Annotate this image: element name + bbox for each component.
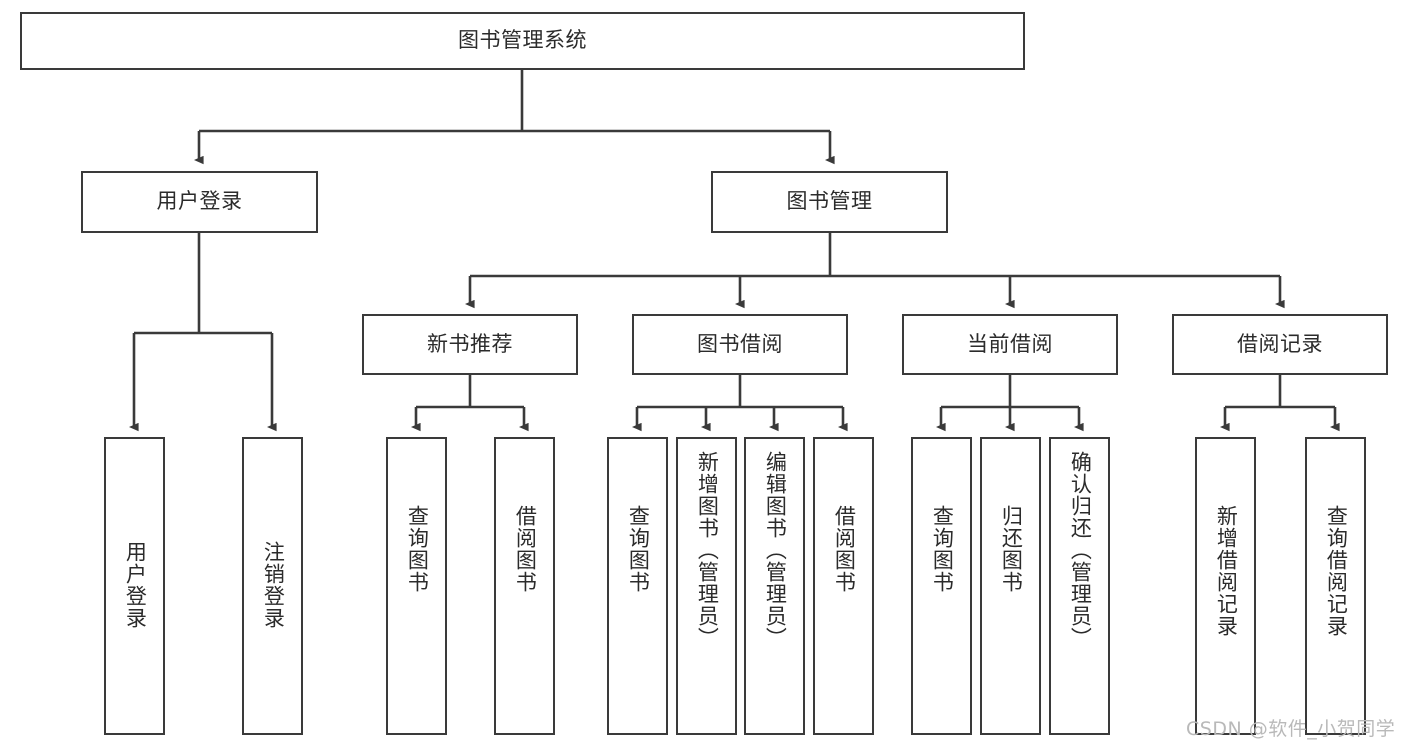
node-leaf-query-book-borrow[interactable]: 查询图书 [607, 437, 668, 735]
node-label: 借阅图书 [513, 505, 538, 593]
node-label: 当前借阅 [967, 331, 1053, 356]
node-leaf-user-login[interactable]: 用户登录 [104, 437, 165, 735]
node-leaf-add-borrow-record[interactable]: 新增借阅记录 [1195, 437, 1256, 735]
node-label: 用户登录 [156, 189, 243, 214]
node-label: 查询借阅记录 [1324, 505, 1349, 637]
node-label: 查询图书 [626, 505, 651, 593]
watermark: CSDN @软件_小贺同学 [1186, 718, 1396, 740]
node-label: 图书借阅 [697, 331, 783, 356]
node-label: 借阅图书 [832, 505, 857, 593]
node-label: 确认归还（管理员） [1068, 451, 1093, 649]
node-label: 用户登录 [123, 541, 148, 629]
node-book-borrow[interactable]: 图书借阅 [632, 314, 848, 375]
node-label: 查询图书 [930, 505, 955, 593]
node-label: 新书推荐 [427, 331, 513, 356]
node-current-borrow[interactable]: 当前借阅 [902, 314, 1118, 375]
node-label: 新增图书（管理员） [695, 451, 720, 649]
node-leaf-query-book-current[interactable]: 查询图书 [911, 437, 972, 735]
node-label: 新增借阅记录 [1214, 505, 1239, 637]
node-label: 借阅记录 [1237, 331, 1323, 356]
node-leaf-borrow-book-recommend[interactable]: 借阅图书 [494, 437, 555, 735]
node-book-management[interactable]: 图书管理 [711, 171, 948, 233]
node-label: 图书管理系统 [458, 28, 587, 53]
node-label: 图书管理 [786, 189, 873, 214]
node-leaf-confirm-return-admin[interactable]: 确认归还（管理员） [1049, 437, 1110, 735]
node-leaf-edit-book-admin[interactable]: 编辑图书（管理员） [744, 437, 805, 735]
node-label: 注销登录 [261, 541, 286, 629]
node-root-book-management-system[interactable]: 图书管理系统 [20, 12, 1025, 70]
node-new-book-recommend[interactable]: 新书推荐 [362, 314, 578, 375]
node-leaf-return-book[interactable]: 归还图书 [980, 437, 1041, 735]
node-label: 查询图书 [405, 505, 430, 593]
node-label: 编辑图书（管理员） [763, 451, 788, 649]
node-leaf-logout[interactable]: 注销登录 [242, 437, 303, 735]
node-user-login[interactable]: 用户登录 [81, 171, 318, 233]
node-label: 归还图书 [999, 505, 1024, 593]
node-leaf-borrow-book[interactable]: 借阅图书 [813, 437, 874, 735]
node-leaf-query-book-recommend[interactable]: 查询图书 [386, 437, 447, 735]
node-leaf-add-book-admin[interactable]: 新增图书（管理员） [676, 437, 737, 735]
node-leaf-query-borrow-record[interactable]: 查询借阅记录 [1305, 437, 1366, 735]
node-borrow-record[interactable]: 借阅记录 [1172, 314, 1388, 375]
